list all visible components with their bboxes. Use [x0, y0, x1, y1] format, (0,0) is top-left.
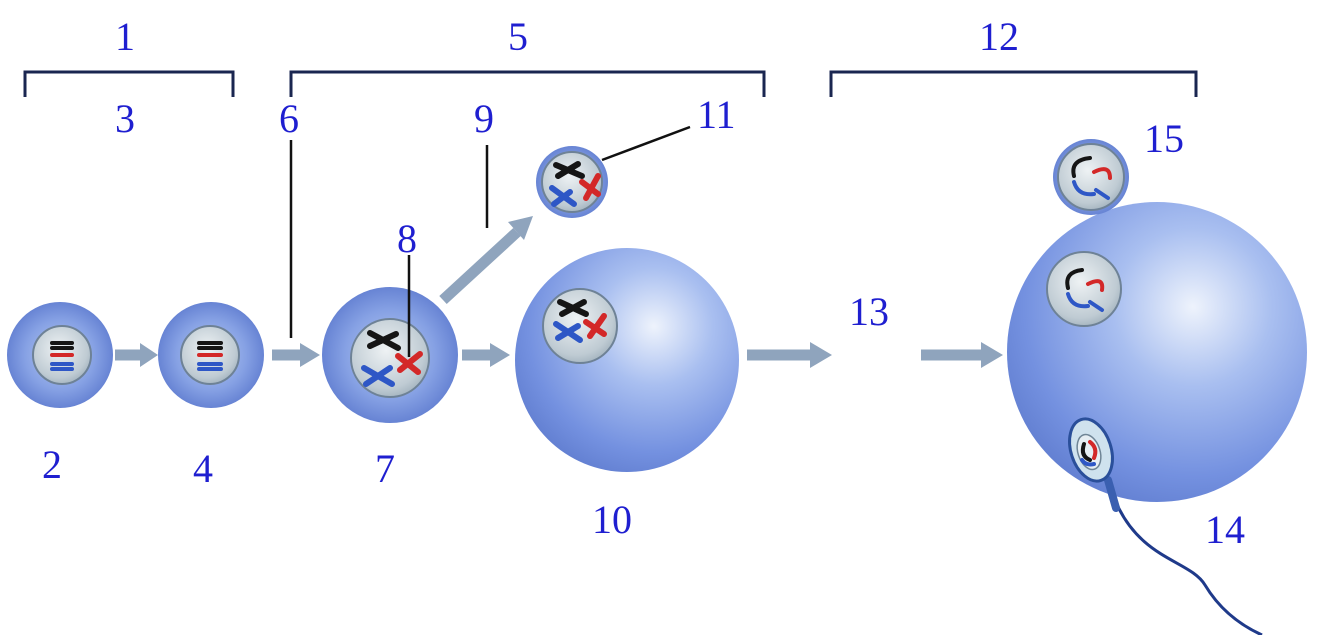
- label-12: 12: [979, 14, 1019, 59]
- bracket-stage-1: [25, 72, 233, 97]
- label-14: 14: [1205, 507, 1245, 552]
- cell-15: [1053, 139, 1129, 215]
- label-15: 15: [1144, 116, 1184, 161]
- cell-2: [7, 302, 113, 408]
- cell-zygote: [1007, 202, 1307, 502]
- label-13: 13: [849, 289, 889, 334]
- arrow-10-to-13: [747, 342, 832, 368]
- arrow-4-to-7: [272, 343, 320, 367]
- arrow-7-to-11: [443, 216, 533, 300]
- label-10: 10: [592, 497, 632, 542]
- bracket-stage-5: [291, 72, 764, 97]
- leader-11: [602, 127, 690, 160]
- label-2: 2: [42, 442, 62, 487]
- cell-4: [158, 302, 264, 408]
- label-3: 3: [115, 96, 135, 141]
- label-7: 7: [375, 446, 395, 491]
- cell-7: [322, 287, 458, 423]
- arrow-2-to-4: [115, 343, 158, 367]
- label-8: 8: [397, 216, 417, 261]
- label-6: 6: [279, 96, 299, 141]
- cell-10: [515, 248, 739, 472]
- label-5: 5: [508, 14, 528, 59]
- label-1: 1: [115, 14, 135, 59]
- arrow-7-to-10: [462, 343, 510, 367]
- cell-11: [536, 146, 608, 218]
- bracket-stage-12: [831, 72, 1196, 97]
- label-11: 11: [697, 92, 736, 137]
- arrow-13-to-zygote: [921, 342, 1003, 368]
- label-4: 4: [193, 446, 213, 491]
- label-9: 9: [474, 96, 494, 141]
